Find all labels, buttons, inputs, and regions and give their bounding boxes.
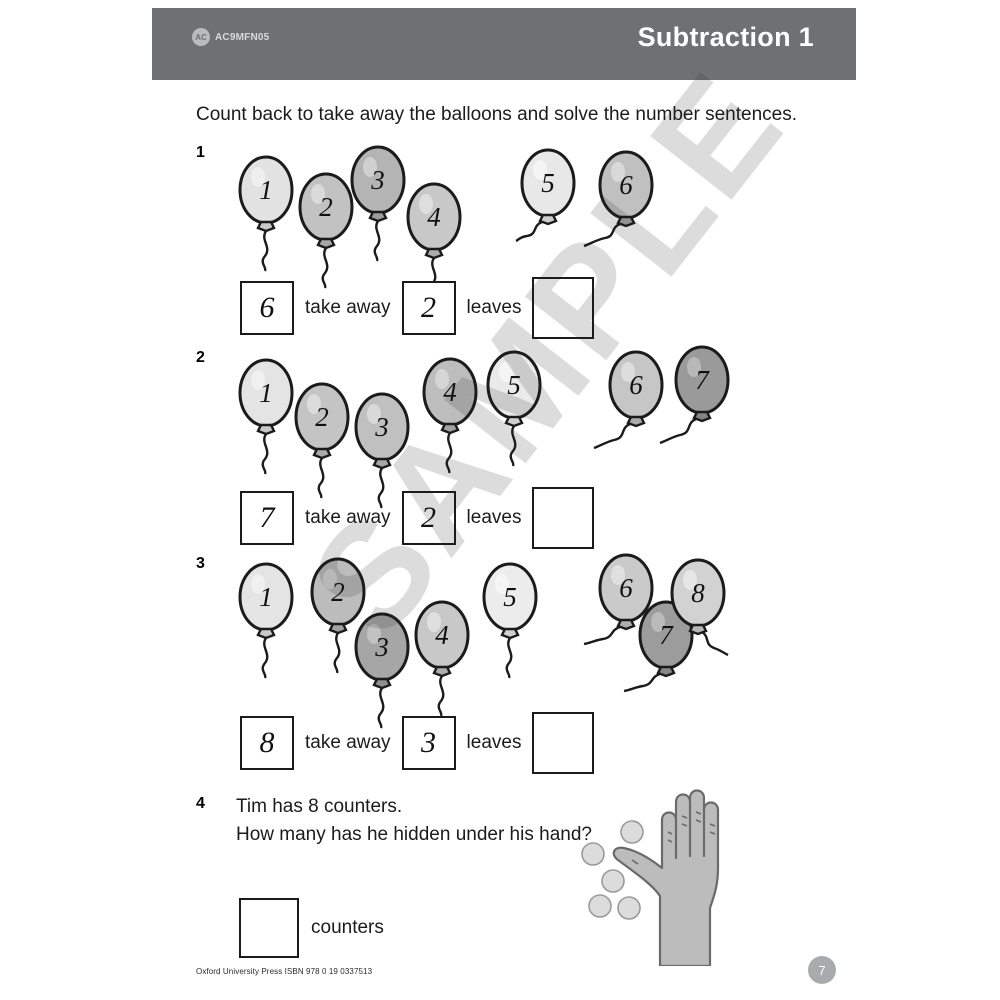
question-number-3: 3 (196, 555, 205, 572)
balloon: 1 (236, 358, 296, 475)
answer-box[interactable] (239, 898, 299, 958)
question-number-2: 2 (196, 349, 205, 366)
minuend-box: 7 (240, 491, 294, 545)
balloon: 1 (236, 562, 296, 679)
leaves-label: leaves (466, 297, 522, 318)
question-4-answer-row: counters (239, 898, 384, 958)
balloon-floating-away: 6 (593, 350, 666, 462)
question-4-line-2: How many has he hidden under his hand? (236, 824, 592, 845)
ac-logo-icon: AC (192, 28, 210, 46)
counters-label: counters (311, 917, 384, 938)
minuend-box: 6 (240, 281, 294, 335)
leaves-label: leaves (466, 732, 522, 753)
balloon-floating-away: 8 (668, 558, 729, 670)
question-4-text: Tim has 8 counters. How many has he hidd… (236, 793, 592, 849)
header-band: AC AC9MFN05 Subtraction 1 (152, 8, 856, 80)
curriculum-code-text: AC9MFN05 (215, 31, 270, 43)
take-away-label: take away (305, 297, 391, 318)
answer-box[interactable] (532, 712, 595, 774)
counter (581, 842, 605, 866)
curriculum-code-badge: AC AC9MFN05 (192, 28, 269, 46)
balloon: 5 (480, 562, 540, 679)
balloon: 3 (352, 612, 412, 729)
counter (617, 896, 641, 920)
balloon: 2 (292, 382, 352, 499)
subtrahend-box: 2 (401, 491, 456, 545)
counter (588, 894, 612, 918)
hand-and-counters-illustration (572, 776, 822, 966)
answer-box[interactable] (532, 487, 595, 549)
balloon: 2 (296, 172, 356, 289)
leaves-label: leaves (466, 507, 522, 528)
number-sentence-2: 7 take away 2 leaves (240, 487, 595, 549)
balloon-floating-away: 7 (659, 345, 732, 457)
number-sentence-3: 8 take away 3 leaves (240, 712, 595, 774)
balloon-floating-away: 6 (583, 150, 656, 262)
number-sentence-1: 6 take away 2 leaves (240, 277, 595, 339)
question-number-1: 1 (196, 144, 205, 161)
counter (620, 820, 644, 844)
balloon-floating-away: 5 (515, 148, 578, 260)
minuend-box: 8 (240, 716, 294, 770)
question-4-line-1: Tim has 8 counters. (236, 796, 403, 817)
question-number-4: 4 (196, 795, 205, 812)
balloon: 4 (420, 357, 480, 474)
balloon: 5 (484, 350, 544, 467)
instruction-text: Count back to take away the balloons and… (196, 104, 797, 125)
balloon: 1 (236, 155, 296, 272)
page-title: Subtraction 1 (637, 22, 814, 52)
hand-icon (612, 789, 720, 966)
page-number-badge: 7 (808, 956, 836, 984)
take-away-label: take away (305, 732, 391, 753)
subtrahend-box: 3 (401, 716, 456, 770)
balloon: 3 (348, 145, 408, 262)
balloon: 4 (412, 600, 472, 717)
counter (601, 869, 625, 893)
subtrahend-box: 2 (401, 281, 456, 335)
publisher-imprint: Oxford University Press ISBN 978 0 19 03… (196, 967, 373, 976)
take-away-label: take away (305, 507, 391, 528)
answer-box[interactable] (532, 277, 595, 339)
